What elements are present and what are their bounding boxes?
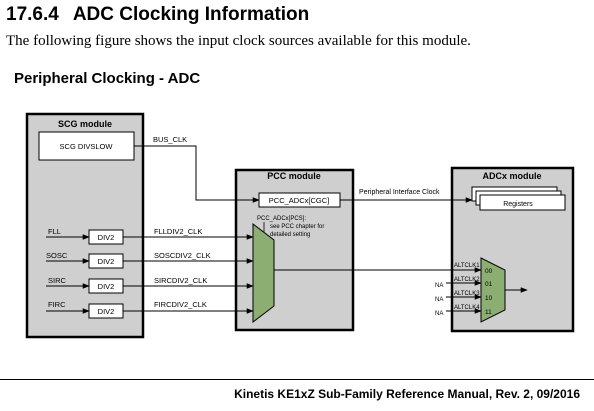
mux-code-01: 01	[485, 281, 493, 288]
svg-text:DIV2: DIV2	[98, 233, 115, 242]
div-box-sirc: DIV2	[88, 278, 124, 294]
div-box-sosc: DIV2	[88, 253, 124, 269]
scg-divslow-box	[38, 131, 135, 161]
sosc-div2-label: SOSCDIV2_CLK	[154, 251, 211, 260]
div-box-firc: DIV2	[88, 303, 124, 319]
firc-div2-label: FIRCDIV2_CLK	[154, 300, 207, 309]
bus-clk-line	[134, 145, 260, 203]
input-label-sosc: SOSC	[46, 251, 68, 260]
figure-title: Peripheral Clocking - ADC	[14, 70, 201, 87]
pcc-title: PCC module	[267, 171, 321, 181]
section-heading: 17.6.4 ADC Clocking Information	[6, 4, 309, 26]
pcc-mux	[252, 222, 275, 324]
bus-clk-label: BUS_CLK	[153, 135, 187, 144]
pcc-cgc-label: PCC_ADCx[CGC]	[269, 196, 329, 205]
registers-label: Registers	[503, 201, 533, 208]
fll-div2-label: FLLDIV2_CLK	[154, 227, 202, 236]
input-label-firc: FIRC	[48, 300, 66, 309]
adc-title: ADCx module	[482, 171, 541, 181]
altclk3-label: ALTCLK3	[454, 291, 480, 297]
na-label-3: NA	[435, 297, 443, 303]
div-box-fll: DIV2	[88, 229, 124, 245]
svg-text:DIV2: DIV2	[98, 307, 115, 316]
mux-code-00: 00	[485, 268, 493, 275]
peripheral-clock-label: Peripheral Interface Clock	[359, 189, 440, 196]
altclk1-label: ALTCLK1	[454, 263, 480, 269]
input-label-fll: FLL	[48, 227, 61, 236]
pcc-pcs-note: PCC_ADCx[PCS]: see PCC chapter for detai…	[257, 216, 326, 238]
adc-mux	[480, 257, 506, 323]
section-title: ADC Clocking Information	[72, 4, 310, 25]
registers-box	[479, 194, 566, 211]
footer-rule	[0, 379, 594, 380]
sirc-div2-label: SIRCDIV2_CLK	[154, 276, 207, 285]
svg-text:DIV2: DIV2	[98, 282, 115, 291]
na-label-4: NA	[435, 311, 443, 317]
intro-paragraph: The following figure shows the input clo…	[6, 33, 471, 49]
scg-title: SCG module	[58, 119, 112, 129]
scg-divslow-label: SCG DIVSLOW	[60, 142, 114, 151]
mux-code-11: 11	[485, 309, 492, 316]
na-label-2: NA	[435, 283, 443, 289]
mux-code-10: 10	[485, 295, 493, 302]
page-footer: Kinetis KE1xZ Sub-Family Reference Manua…	[234, 387, 580, 401]
section-number: 17.6.4	[6, 4, 59, 25]
svg-text:DIV2: DIV2	[98, 257, 115, 266]
input-label-sirc: SIRC	[48, 276, 67, 285]
altclk4-label: ALTCLK4	[454, 305, 480, 311]
altclk2-label: ALTCLK2	[454, 277, 480, 283]
